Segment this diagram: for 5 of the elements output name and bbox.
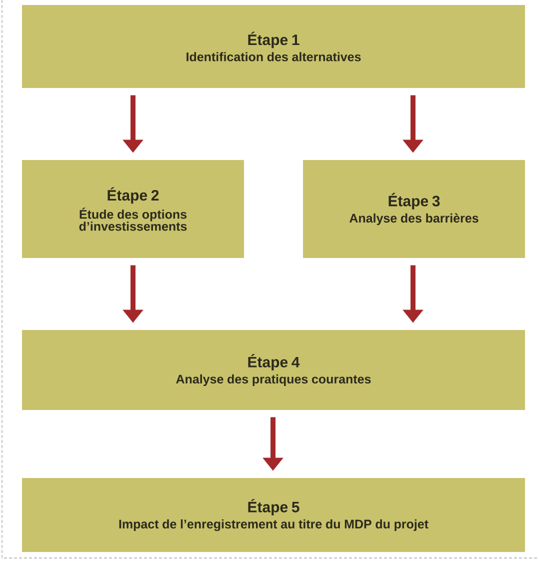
step-box: Étape 3 Analyse des barrières: [303, 160, 525, 258]
step-box: Étape 1 Identification des alternatives: [22, 5, 525, 88]
step-box: Étape 2 Étude des options d’investissements: [22, 160, 244, 258]
step-box: Étape 5 Impact de l’enregistrement au titre du MDP du projet: [22, 478, 525, 552]
step-box: Étape 4 Analyse des pratiques courantes: [22, 330, 525, 410]
